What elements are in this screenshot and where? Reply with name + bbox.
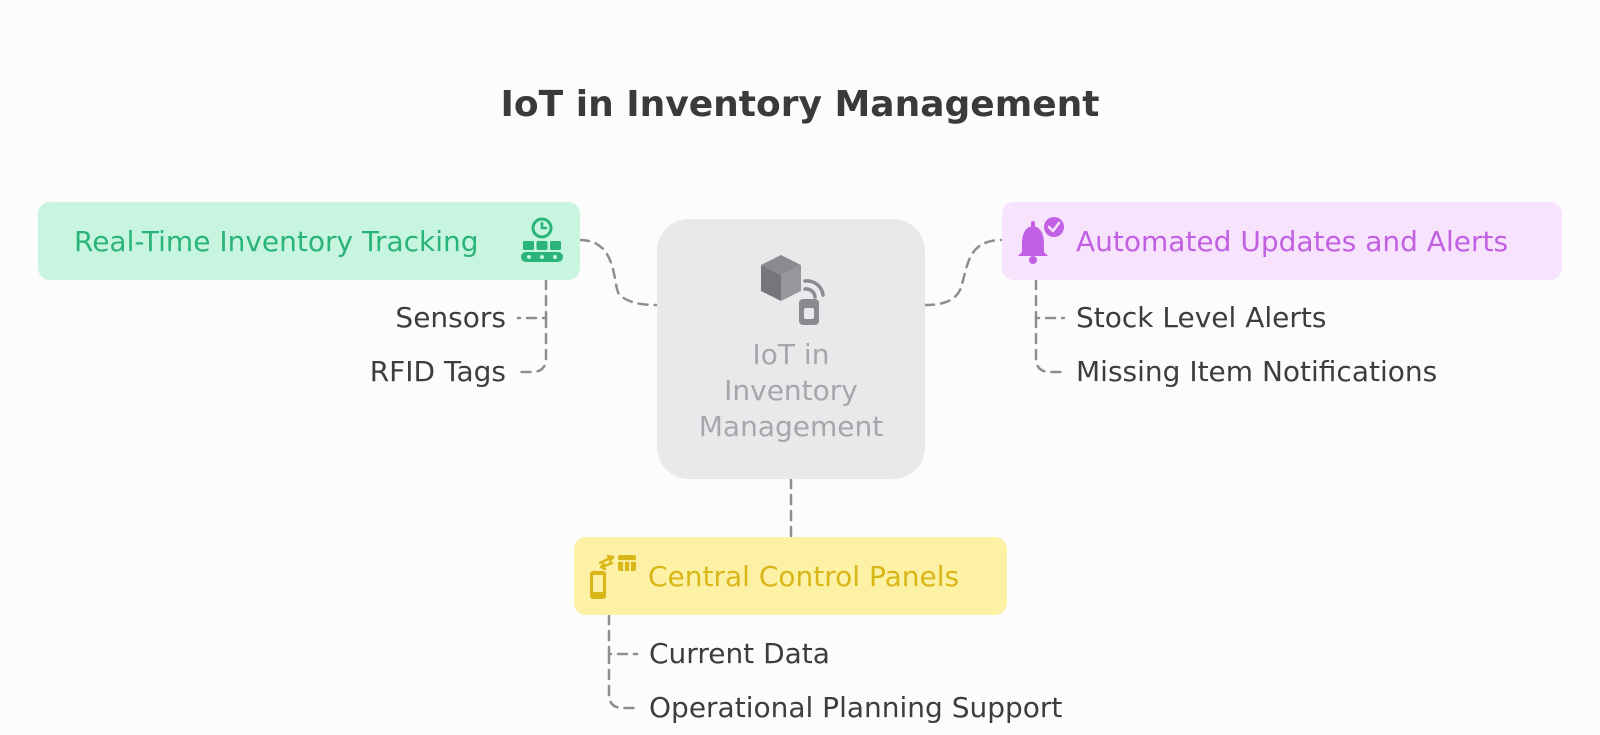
branch-node-alerts[interactable]: Automated Updates and Alerts	[1002, 202, 1562, 280]
box-iot-icon	[753, 251, 829, 331]
leaf-item-tracking: Sensors	[395, 301, 506, 334]
leaf-item-alerts: Stock Level Alerts	[1076, 301, 1327, 334]
branch-label-panels: Central Control Panels	[648, 559, 960, 593]
connector-tracking-sensors	[516, 278, 548, 320]
connector-panels-planning	[607, 652, 639, 710]
connector-alerts-missing	[1034, 316, 1066, 374]
connector-center-alerts	[923, 238, 1004, 307]
connector-tracking-rfid	[516, 316, 548, 374]
center-label: IoT in Inventory Management	[657, 337, 925, 445]
branch-label-tracking: Real-Time Inventory Tracking	[74, 224, 479, 258]
diagram-title: IoT in Inventory Management	[500, 84, 1100, 125]
phone-dashboard-icon	[588, 553, 638, 605]
branch-node-tracking[interactable]: Real-Time Inventory Tracking	[38, 202, 580, 280]
center-label-line: IoT in	[752, 338, 830, 371]
connector-alerts-stock	[1034, 278, 1066, 320]
connector-center-tracking	[578, 238, 659, 307]
center-label-line: Management	[698, 410, 884, 443]
connector-panels-current	[607, 613, 639, 656]
conveyor-clock-icon	[520, 216, 564, 268]
center-label-line: Inventory	[724, 374, 858, 407]
branch-node-panels[interactable]: Central Control Panels	[574, 537, 1007, 615]
bell-check-icon	[1016, 216, 1066, 270]
branch-label-alerts: Automated Updates and Alerts	[1076, 224, 1509, 258]
leaf-item-alerts: Missing Item Notifications	[1076, 355, 1438, 388]
leaf-item-panels: Current Data	[649, 637, 830, 670]
center-node: IoT in Inventory Management	[657, 219, 925, 479]
leaf-item-tracking: RFID Tags	[369, 355, 506, 388]
leaf-item-panels: Operational Planning Support	[649, 691, 1063, 724]
